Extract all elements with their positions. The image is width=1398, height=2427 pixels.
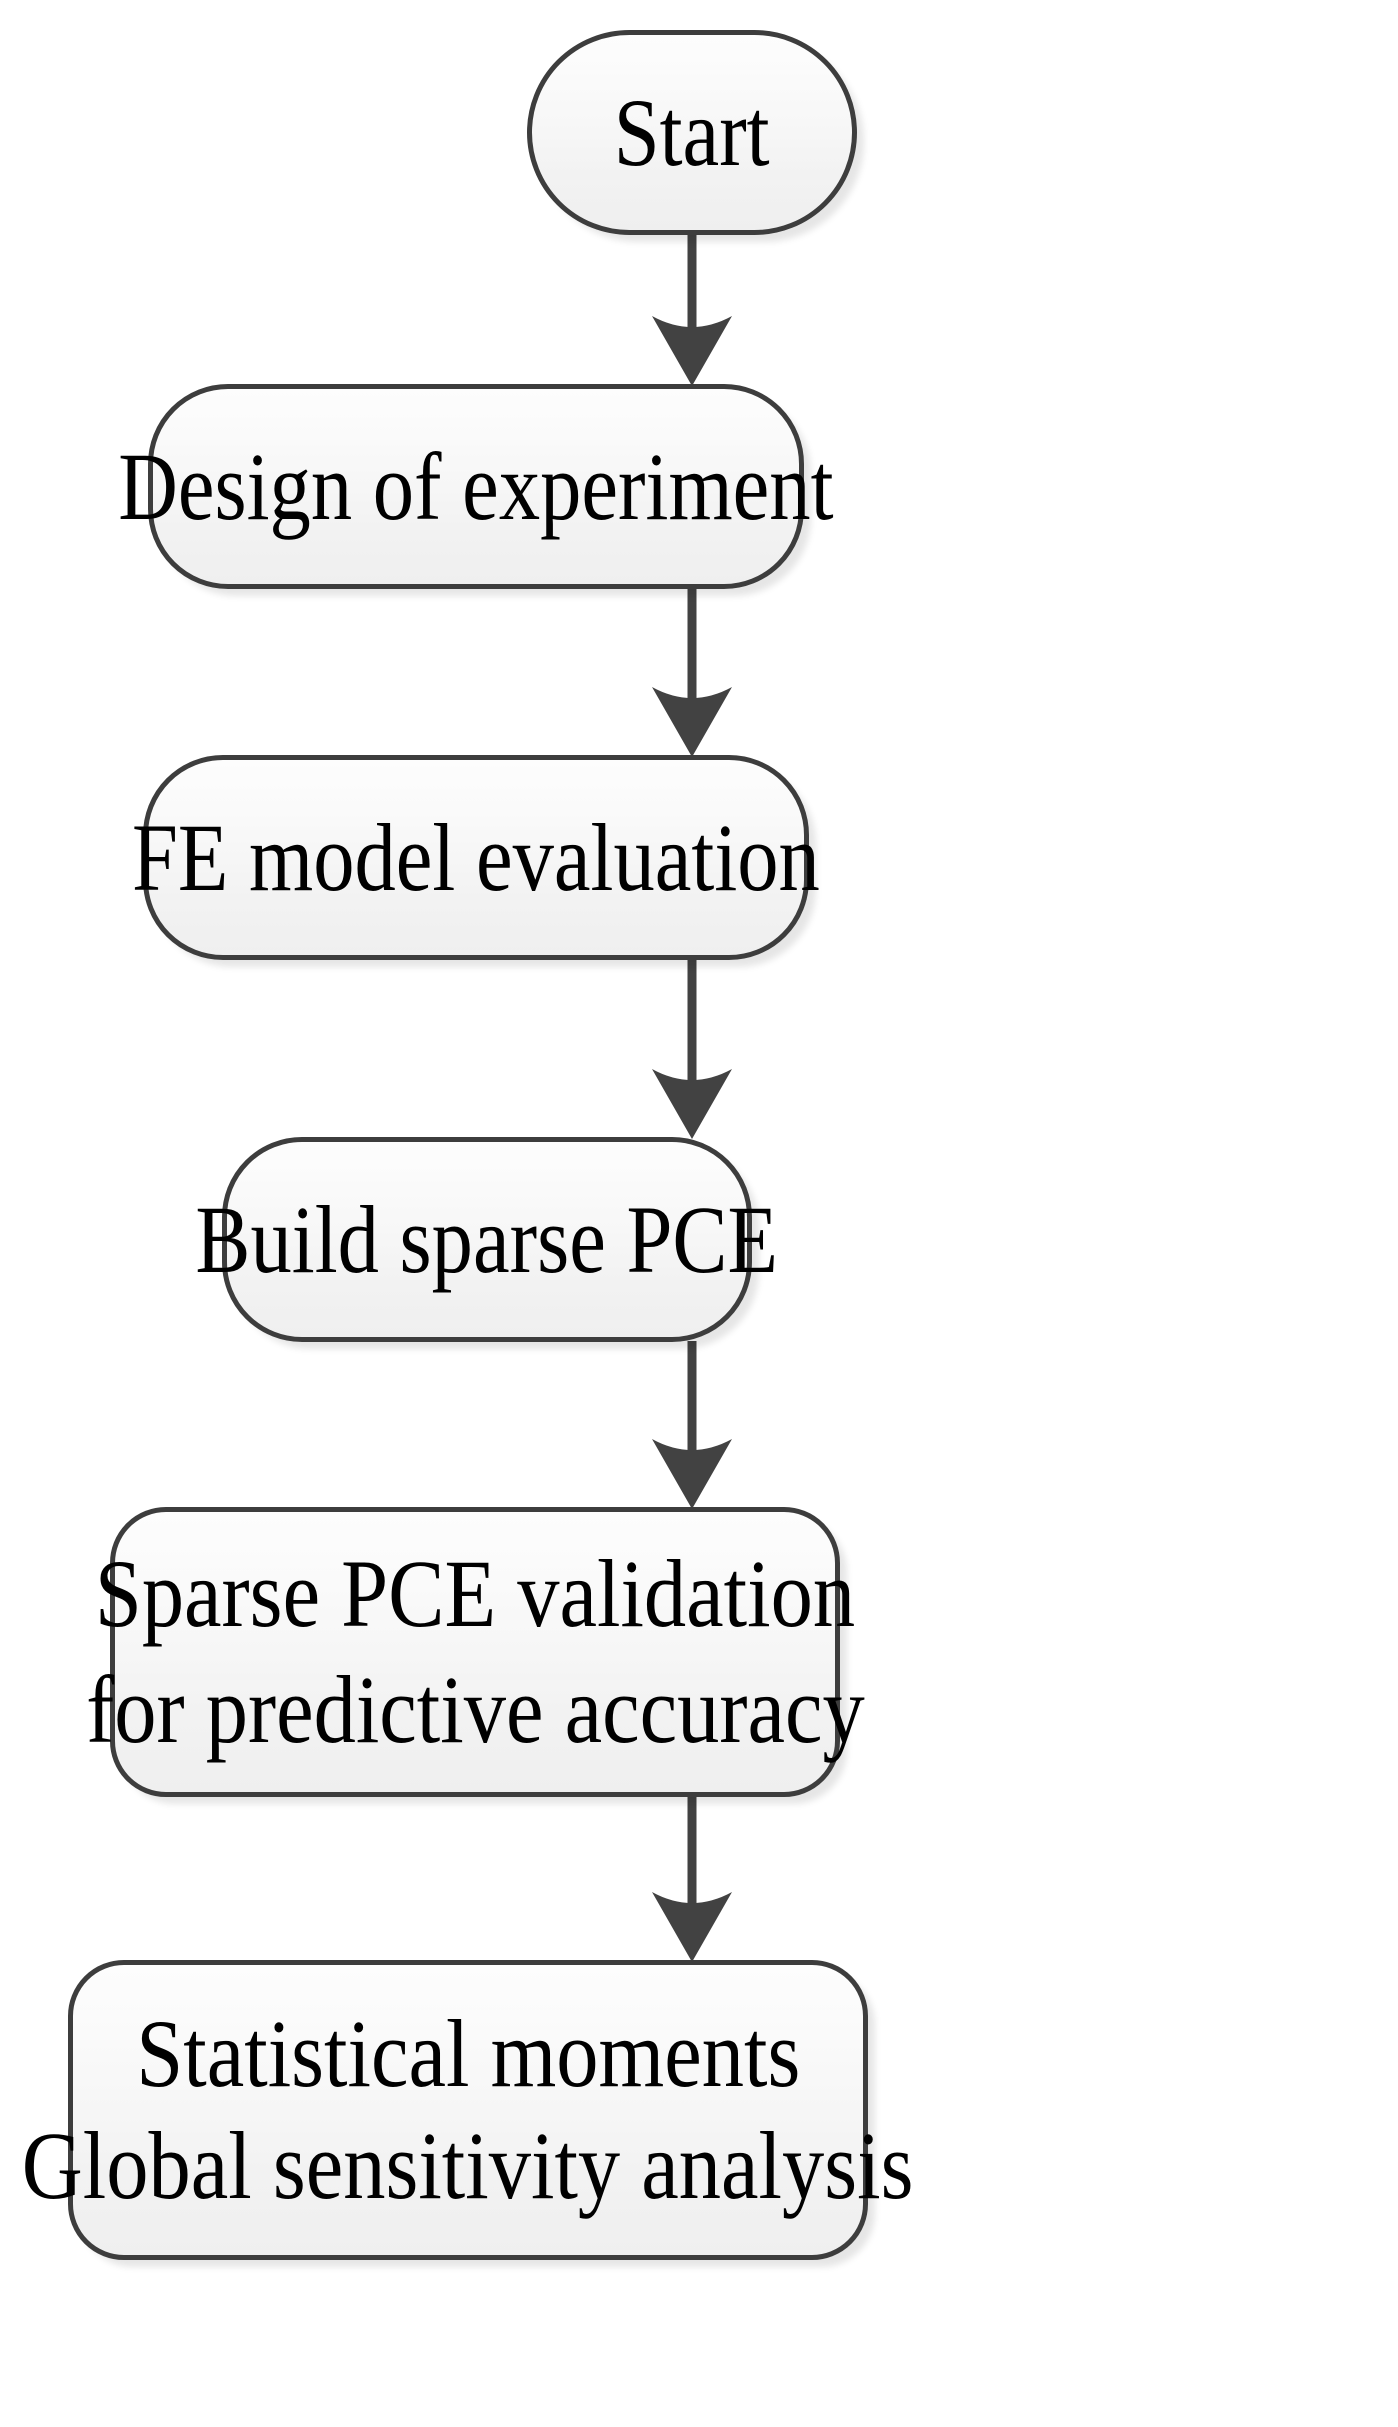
node-statistical-moments-gsa-label-line-2: Global sensitivity analysis xyxy=(22,2112,914,2219)
node-statistical-moments-gsa-label-line-1: Statistical moments xyxy=(135,2000,801,2108)
node-build-sparse-pce-label-line-1: Build sparse PCE xyxy=(195,1185,779,1293)
node-build-sparse-pce[interactable]: Build sparse PCE xyxy=(196,1137,778,1342)
node-sparse-pce-validation[interactable]: Sparse PCE validation for predictive acc… xyxy=(86,1507,864,1797)
node-fe-model-evaluation-label-line-1: FE model evaluation xyxy=(132,803,820,911)
node-sparse-pce-validation-label-line-2: for predictive accuracy xyxy=(85,1656,865,1763)
node-start-label-line-1: Start xyxy=(614,78,770,186)
node-design-of-experiment-label-line-1: Design of experiment xyxy=(118,432,834,540)
node-sparse-pce-validation-label-line-1: Sparse PCE validation xyxy=(94,1540,856,1648)
node-statistical-moments-gsa[interactable]: Statistical moments Global sensitivity a… xyxy=(22,1960,914,2260)
node-design-of-experiment[interactable]: Design of experiment xyxy=(118,384,834,589)
node-fe-model-evaluation[interactable]: FE model evaluation xyxy=(132,755,820,960)
node-start[interactable]: Start xyxy=(527,30,857,235)
